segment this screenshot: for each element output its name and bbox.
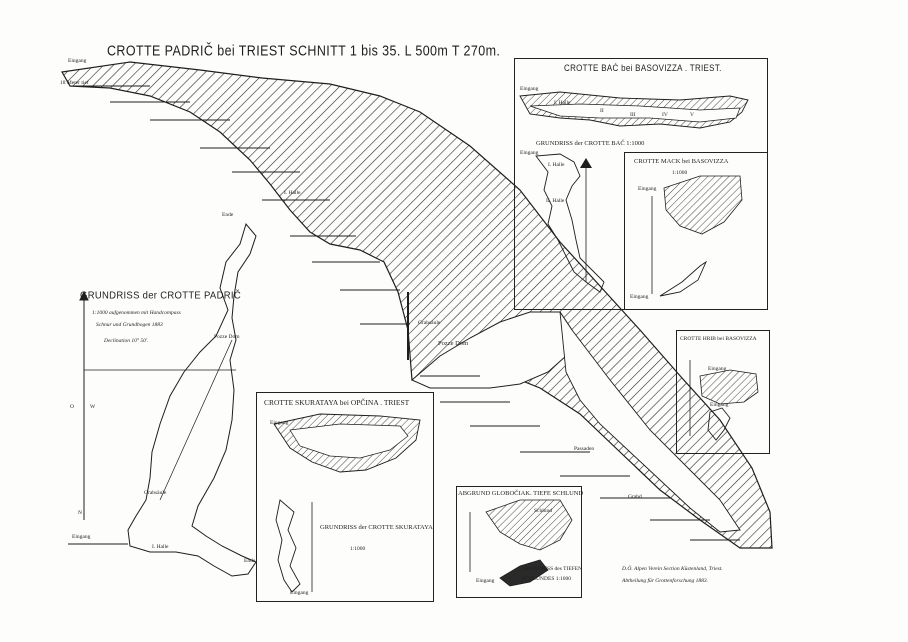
bac-g-eingang: Eingang bbox=[520, 150, 539, 156]
globociak-grundriss2: SCHLUNDES 1:1000 bbox=[522, 576, 572, 582]
bac-drawings bbox=[519, 91, 749, 293]
hrib-drawings bbox=[689, 360, 759, 441]
compass-o: O bbox=[70, 404, 74, 410]
padric-plan bbox=[68, 222, 257, 577]
main-title: CROTTE PADRIČ bei TRIEST SCHNITT 1 bis 3… bbox=[107, 42, 501, 60]
mack-eingang2: Eingang bbox=[630, 294, 649, 300]
plan-halle: I. Halle bbox=[152, 544, 169, 550]
credit-line1: D.Ö. Alpen Verein Section Küstenland, Tr… bbox=[622, 566, 723, 572]
hrib-eingang: Eingang bbox=[708, 366, 727, 372]
label-pass: Passaden bbox=[574, 446, 595, 452]
panel-mack bbox=[624, 152, 768, 310]
globociak-title: ABGRUND GLOBOČIAK. TIEFE SCHLUND bbox=[458, 490, 584, 497]
grundriss-padric-title: GRUNDRISS der CROTTE PADRIČ bbox=[80, 289, 241, 302]
bac-title: CROTTE BAČ bei BASOVIZZA . TRIEST. bbox=[564, 63, 722, 74]
label-eingang-top: Eingang bbox=[68, 58, 87, 64]
skurataya-eingang2: Eingang bbox=[290, 590, 309, 596]
bac-g-halle2: II. Halle bbox=[546, 198, 565, 204]
plan-grabsaeule: Grabsäule bbox=[144, 490, 167, 496]
globociak-drawings bbox=[469, 499, 573, 587]
bac-halle2: II bbox=[600, 108, 604, 114]
label-pozze-dom-section: Pozze Dom bbox=[438, 340, 469, 347]
bac-g-halle1: I. Halle bbox=[548, 162, 565, 168]
mack-scale: 1:1000 bbox=[672, 170, 688, 176]
mack-eingang: Eingang bbox=[638, 186, 657, 192]
bac-halle5: V bbox=[690, 112, 694, 118]
label-meter-tief: 18 Meter tief bbox=[60, 80, 89, 86]
padric-section bbox=[61, 61, 773, 549]
compass-w: W bbox=[90, 404, 96, 410]
panel-skurataya bbox=[256, 392, 434, 602]
globociak-eingang: Eingang bbox=[476, 578, 495, 584]
globociak-grundriss1: GRUNDRISS des TIEFEN bbox=[522, 566, 583, 572]
skurataya-grundriss: GRUNDRISS der CROTTE SKURATAYA bbox=[320, 524, 433, 531]
mack-title: CROTTE MACK bei BASOVIZZA bbox=[634, 158, 729, 165]
compass-n: N bbox=[78, 510, 82, 516]
globociak-schlund: Schlund bbox=[534, 508, 553, 514]
plan-ende: Ende bbox=[244, 558, 256, 564]
label-halle-1: I. Halle bbox=[284, 190, 301, 196]
mack-drawings bbox=[651, 175, 743, 297]
credit-line2: Abtheilung für Grottenforschung 1883. bbox=[622, 578, 708, 584]
label-grabd: Grabd. bbox=[628, 494, 644, 500]
bac-halle3: III bbox=[630, 112, 636, 118]
label-grabsaeule: Grabsäule bbox=[418, 320, 441, 326]
label-ende: Ende bbox=[222, 212, 234, 218]
bac-grundriss: GRUNDRISS der CROTTE BAČ 1:1000 bbox=[536, 140, 645, 147]
grundriss-padric-declination: Declination 10° 50'. bbox=[104, 338, 149, 344]
bac-halle4: IV bbox=[662, 112, 668, 118]
panel-hrib bbox=[676, 330, 770, 454]
hrib-title: CROTTE HRIB bei BASOVIZZA bbox=[680, 336, 757, 342]
plan-pozze-dom: Pozze Dom bbox=[214, 334, 240, 340]
grundriss-padric-note1: 1:1000 aufgenommen mit Handcompass bbox=[92, 310, 181, 316]
panel-globociak bbox=[456, 486, 582, 598]
skurataya-drawings bbox=[273, 413, 421, 593]
skurataya-eingang: Eingang bbox=[270, 420, 289, 426]
grundriss-padric-note2: Schnur und Grundbogen 1883 bbox=[96, 322, 163, 328]
skurataya-scale: 1:1000 bbox=[350, 546, 366, 552]
bac-eingang: Eingang bbox=[520, 86, 539, 92]
bac-halle1: I. Halle bbox=[554, 100, 571, 106]
skurataya-title: CROTTE SKURATAYA bei OPČINA . TRIEST bbox=[264, 398, 410, 407]
hrib-eingang2: Eingang bbox=[710, 402, 729, 408]
plan-eingang: Eingang bbox=[72, 534, 91, 540]
